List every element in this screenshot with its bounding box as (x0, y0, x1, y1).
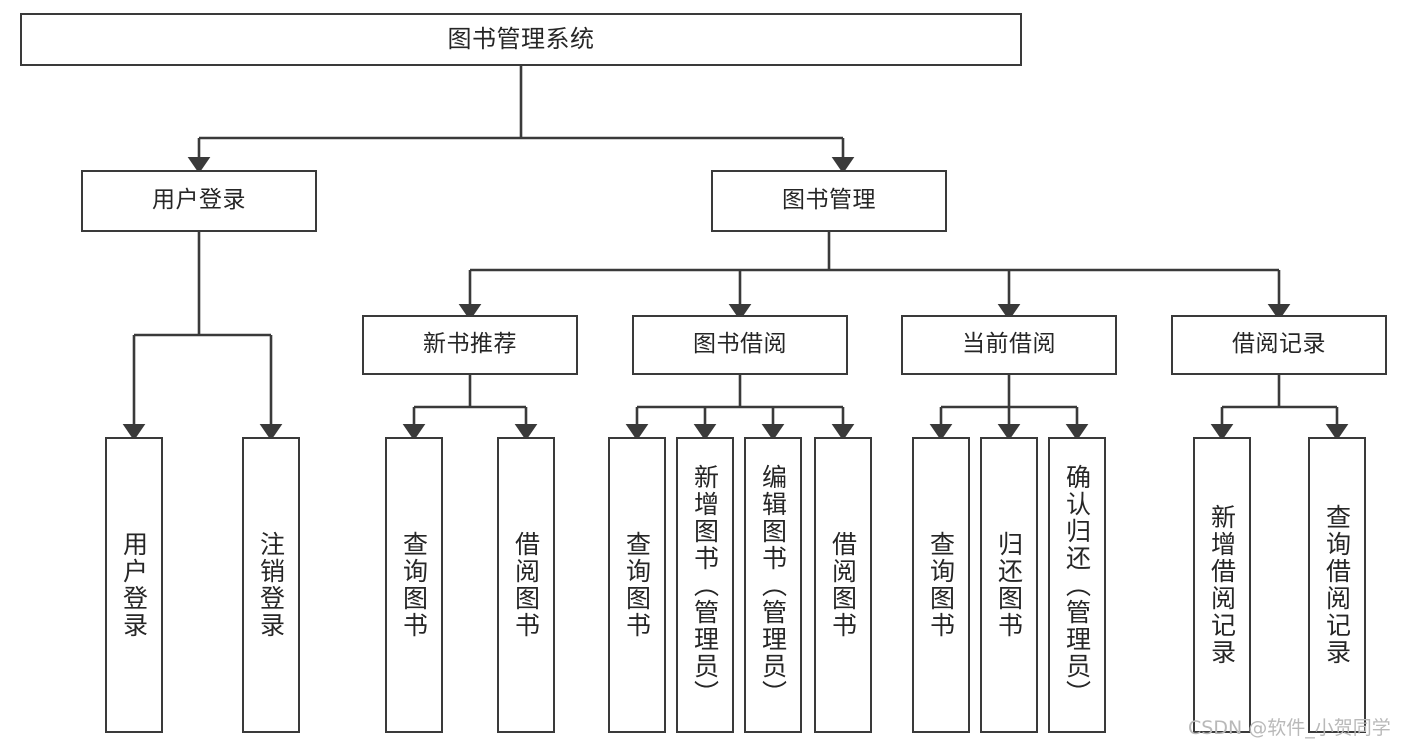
node-book-management[interactable]: 图书管理 (711, 170, 947, 232)
node-label: 确认归还（管理员） (1062, 463, 1092, 707)
node-label: 用户登录 (152, 187, 246, 214)
node-borrowing-record[interactable]: 借阅记录 (1171, 315, 1387, 375)
leaf-return-books[interactable]: 归还图书 (980, 437, 1038, 733)
leaf-add-borrow-record[interactable]: 新增借阅记录 (1193, 437, 1251, 733)
node-label: 查询图书 (399, 531, 429, 639)
node-label: 新增借阅记录 (1207, 504, 1237, 666)
node-root-book-management-system[interactable]: 图书管理系统 (20, 13, 1022, 66)
node-label: 图书管理 (782, 187, 876, 214)
leaf-query-borrow-record[interactable]: 查询借阅记录 (1308, 437, 1366, 733)
node-label: 当前借阅 (962, 331, 1056, 358)
leaf-edit-book-admin[interactable]: 编辑图书（管理员） (744, 437, 802, 733)
node-book-borrowing[interactable]: 图书借阅 (632, 315, 848, 375)
node-label: 借阅图书 (511, 531, 541, 639)
node-label: 查询图书 (926, 531, 956, 639)
node-label: 图书管理系统 (447, 25, 595, 54)
node-label: 借阅记录 (1232, 331, 1326, 358)
leaf-query-books-borrow[interactable]: 查询图书 (608, 437, 666, 733)
node-user-login[interactable]: 用户登录 (81, 170, 317, 232)
leaf-user-login[interactable]: 用户登录 (105, 437, 163, 733)
csdn-watermark: CSDN @软件_小贺同学 (1188, 717, 1391, 739)
leaf-add-book-admin[interactable]: 新增图书（管理员） (676, 437, 734, 733)
leaf-query-books-current[interactable]: 查询图书 (912, 437, 970, 733)
node-label: 借阅图书 (828, 531, 858, 639)
node-label: 查询图书 (622, 531, 652, 639)
node-new-book-recommendation[interactable]: 新书推荐 (362, 315, 578, 375)
leaf-logout[interactable]: 注销登录 (242, 437, 300, 733)
leaf-confirm-return-admin[interactable]: 确认归还（管理员） (1048, 437, 1106, 733)
node-label: 注销登录 (256, 531, 286, 639)
leaf-borrow-books-newbook[interactable]: 借阅图书 (497, 437, 555, 733)
node-label: 新书推荐 (423, 331, 517, 358)
node-label: 新增图书（管理员） (690, 463, 720, 707)
node-label: 编辑图书（管理员） (758, 463, 788, 707)
node-label: 归还图书 (994, 531, 1024, 639)
node-label: 图书借阅 (693, 331, 787, 358)
node-current-borrowing[interactable]: 当前借阅 (901, 315, 1117, 375)
node-label: 用户登录 (119, 531, 149, 639)
leaf-query-books-newbook[interactable]: 查询图书 (385, 437, 443, 733)
leaf-borrow-books[interactable]: 借阅图书 (814, 437, 872, 733)
node-label: 查询借阅记录 (1322, 504, 1352, 666)
